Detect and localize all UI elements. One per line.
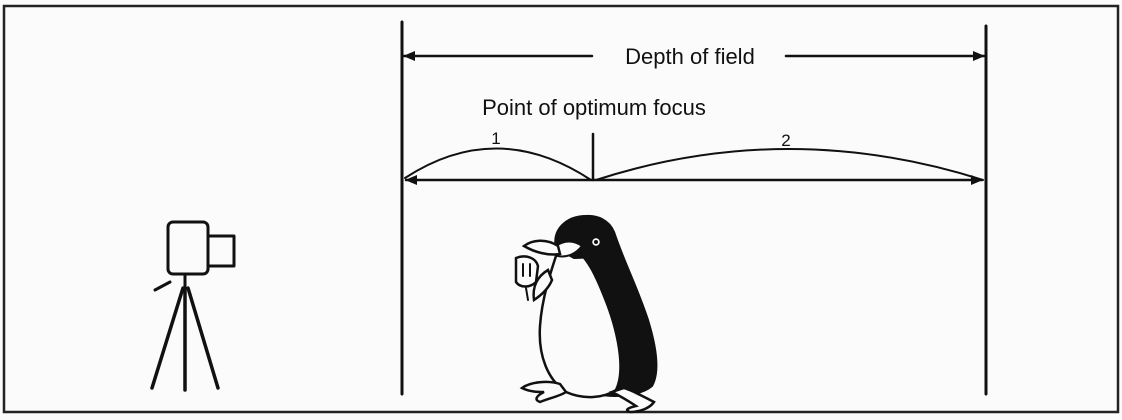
near-segment-label: 1 [491,129,500,148]
depth-of-field-label: Depth of field [625,44,755,69]
far-segment-label: 2 [781,131,790,150]
penguin-pupil [594,240,598,244]
focus-point-label: Point of optimum focus [482,95,706,120]
handheld-camera-icon [516,256,538,286]
